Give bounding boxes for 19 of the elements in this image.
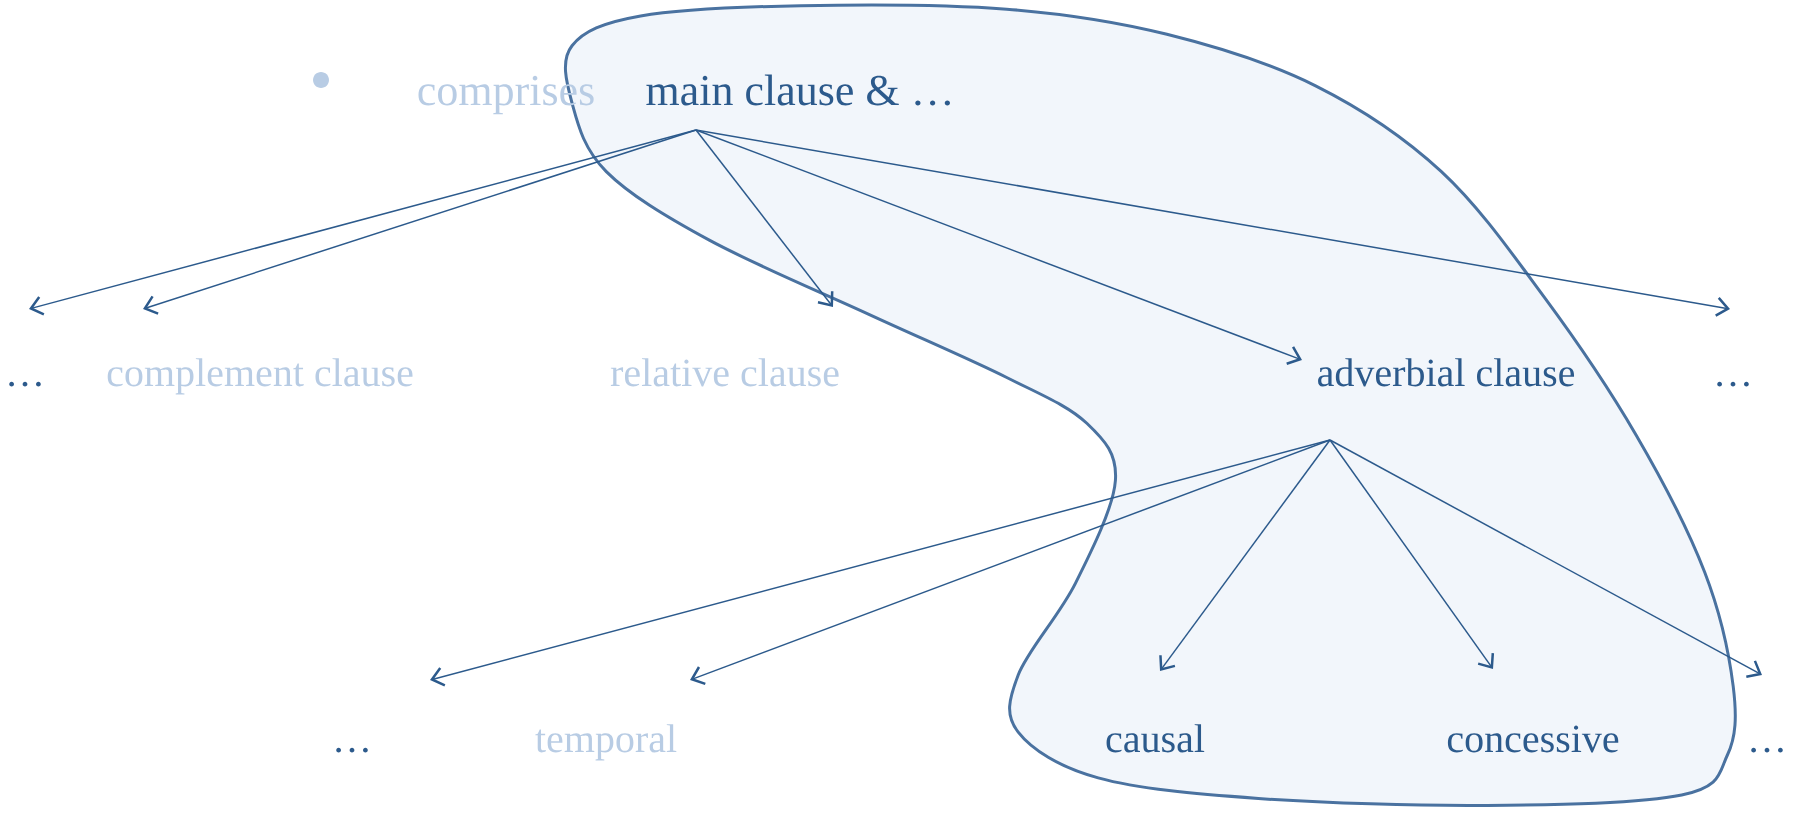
arrow bbox=[1329, 439, 1495, 669]
clause-label: complement clause bbox=[107, 358, 413, 395]
arrow bbox=[143, 129, 697, 315]
ellipsis: … bbox=[336, 747, 368, 753]
clause-label: adverbial clause bbox=[1318, 358, 1575, 387]
clause-label: concessive bbox=[1447, 725, 1619, 753]
ellipsis: … bbox=[1751, 747, 1783, 753]
ellipsis: … bbox=[1717, 381, 1749, 387]
clause-label: relative clause bbox=[610, 358, 839, 387]
arrow bbox=[695, 129, 1302, 365]
arrow bbox=[1159, 439, 1331, 671]
clause-label: main clause & … bbox=[646, 74, 950, 106]
arrow bbox=[695, 129, 1730, 317]
arrow bbox=[690, 439, 1331, 686]
clause-label: temporal bbox=[535, 724, 677, 761]
arrow bbox=[695, 129, 834, 307]
arrow bbox=[1329, 439, 1762, 678]
ellipsis: … bbox=[9, 381, 41, 387]
clause-label: causal bbox=[1106, 724, 1205, 753]
